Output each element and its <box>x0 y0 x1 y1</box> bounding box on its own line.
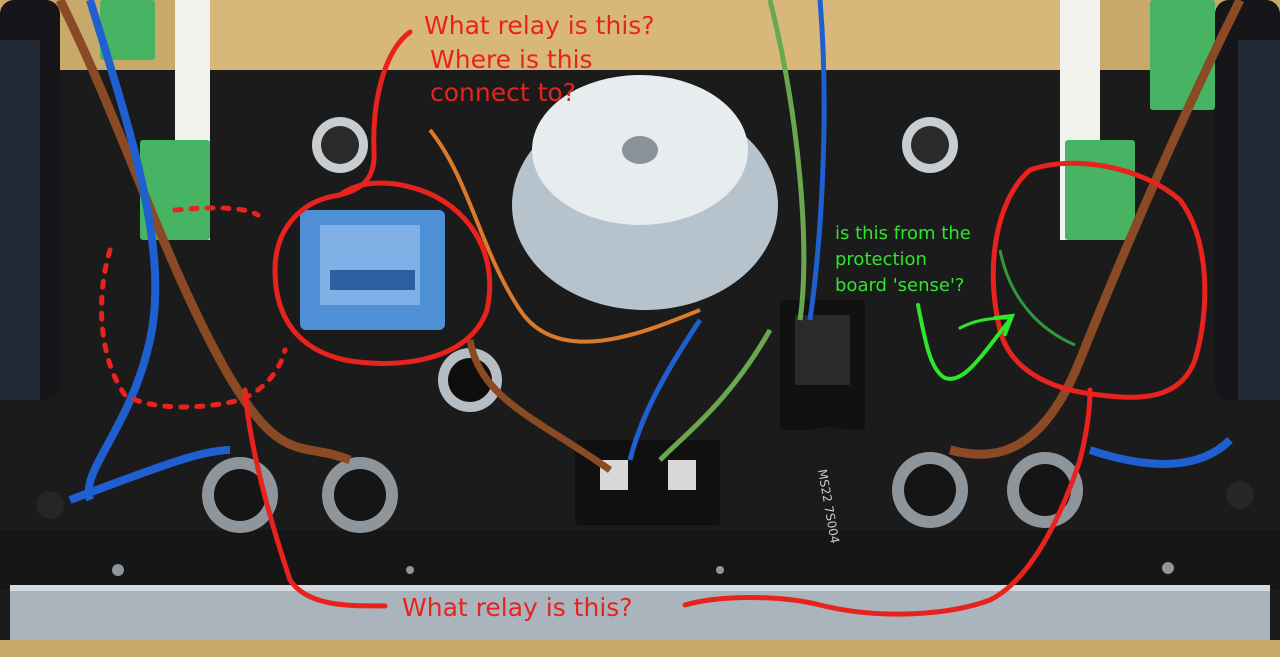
relay-window <box>320 225 420 305</box>
binding-post <box>334 469 386 521</box>
annotation-text-top-line3: connect to? <box>430 78 576 107</box>
mov-disc <box>778 427 882 523</box>
annotation-text-green-line2: protection <box>835 249 927 270</box>
blue-wire <box>627 318 703 461</box>
chassis-front-wall <box>0 530 1280 590</box>
binding-post <box>214 469 266 521</box>
inlet-pin <box>668 460 696 490</box>
brown-wire <box>466 339 613 473</box>
annotation-arrow-stroke-green <box>958 316 1010 330</box>
blue-wire <box>807 0 827 321</box>
brown-wire <box>948 0 1245 459</box>
chassis-front-panel <box>10 585 1270 640</box>
annotation-leader-right <box>682 387 1093 617</box>
annotation-circle-relay <box>272 29 493 366</box>
annotation-arrow-green <box>916 303 1012 381</box>
green-yellow-wire <box>658 328 773 462</box>
brown-wire <box>55 0 352 465</box>
panel-highlight <box>10 585 1270 591</box>
annotation-text-top-line1: What relay is this? <box>424 11 655 40</box>
annotation-text-top-line2: Where is this <box>430 45 593 74</box>
orange-wire <box>428 128 701 344</box>
screw <box>406 566 414 574</box>
relay-coil <box>330 270 415 290</box>
binding-post <box>1226 481 1254 509</box>
capacitor-left-sleeve <box>0 40 40 400</box>
screw <box>112 564 124 576</box>
blue-wire <box>84 0 160 502</box>
terminal-block-right <box>1065 140 1135 240</box>
annotation-leader-left <box>242 387 388 609</box>
annotation-text-green-line1: is this from the <box>835 223 971 244</box>
capacitor-right-sleeve <box>1238 40 1280 400</box>
green-sense-wire <box>998 249 1076 347</box>
annotation-circle-right-board <box>990 160 1208 400</box>
screw <box>1162 562 1174 574</box>
binding-post <box>1019 464 1071 516</box>
blue-wire <box>1088 437 1233 468</box>
annotation-text-bottom: What relay is this? <box>402 593 633 622</box>
green-yellow-wire <box>767 0 807 321</box>
blue-wire <box>68 446 231 504</box>
terminal-block-top-left <box>100 0 155 60</box>
socket-left-inner <box>321 126 359 164</box>
binding-post <box>36 491 64 519</box>
power-switch-rocker <box>795 315 850 385</box>
terminal-block-top-right <box>1150 0 1215 110</box>
iec-power-inlet <box>575 440 720 525</box>
annotation-text-green-line3: board 'sense'? <box>835 275 965 296</box>
screw <box>716 566 724 574</box>
wood-backdrop <box>200 0 1100 70</box>
transformer-nut <box>622 136 658 164</box>
annotation-dotted-outline <box>99 205 288 410</box>
binding-post <box>904 464 956 516</box>
socket-right-inner <box>911 126 949 164</box>
